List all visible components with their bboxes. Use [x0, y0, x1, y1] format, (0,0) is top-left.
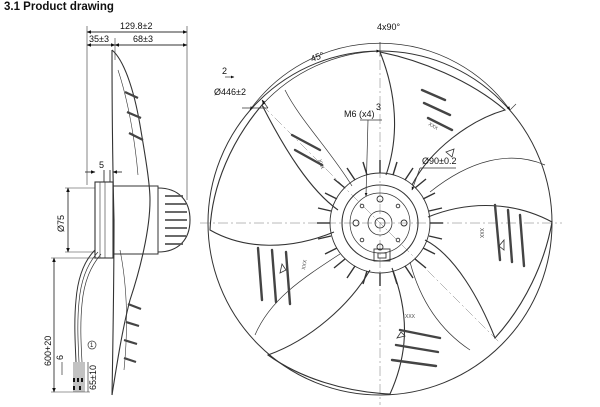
marker-2: 2 [222, 66, 227, 76]
shaft-diameter-label: Ø75 [56, 215, 66, 232]
blade-text-4: XXX [405, 314, 416, 320]
hub-offset-label: 35±3 [89, 34, 109, 44]
blade-text-2: XXX [427, 122, 439, 133]
blade-text-1: XXX [316, 159, 325, 171]
note-marker-1: 1 [90, 343, 94, 349]
side-view [51, 26, 191, 396]
angle-4x90-label: 4x90° [377, 22, 401, 32]
blade-depth-label: 68±3 [133, 34, 153, 44]
cable-length-label: 600+20 [43, 336, 53, 366]
center-diameter-label: Ø90±0.2 [422, 156, 456, 166]
front-view [200, 42, 562, 405]
angle-45-label: 45° [309, 50, 326, 64]
page-title: 3.1 Product drawing [4, 1, 114, 13]
strip-short-label: 6 [55, 355, 65, 360]
blade-text-3: XXX [478, 228, 484, 239]
overall-depth-label: 129.8±2 [120, 21, 152, 31]
blade-text-5: XXX [301, 259, 309, 271]
marker-3: 3 [376, 102, 381, 112]
thread-label: M6 (x4) [344, 109, 375, 119]
outer-diameter-label: Ø446±2 [214, 87, 246, 97]
strip-long-label: 65±10 [88, 365, 98, 390]
flange-label: 5 [99, 160, 104, 170]
